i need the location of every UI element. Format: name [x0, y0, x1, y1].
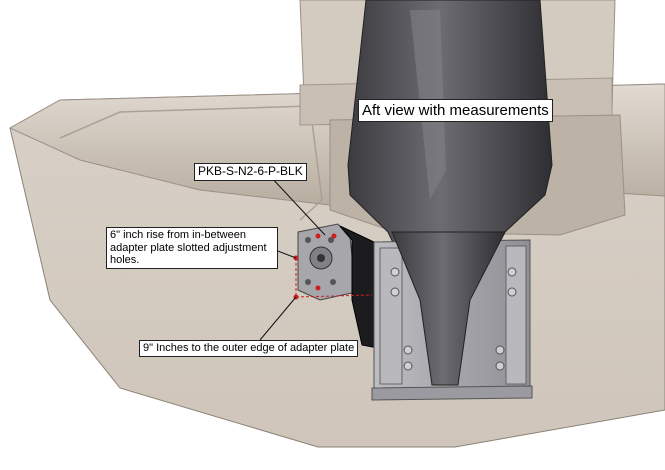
part-number-label: PKB-S-N2-6-P-BLK — [194, 163, 307, 181]
edge-measurement-callout: 9" Inches to the outer edge of adapter p… — [139, 340, 359, 357]
diagram-title: Aft view with measurements — [358, 99, 553, 123]
mount-plate-rail-right — [505, 245, 527, 385]
motor-lower — [391, 231, 506, 386]
mount-plate-rail-left — [379, 247, 403, 385]
mount-plate-base — [371, 385, 533, 401]
rise-measurement-callout: 6" inch rise from in-between adapter pla… — [106, 227, 278, 269]
